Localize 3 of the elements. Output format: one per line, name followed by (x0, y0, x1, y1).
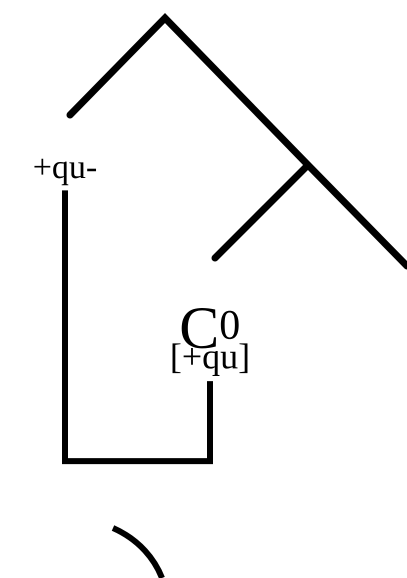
node-label: +qu- (34, 158, 96, 186)
movement-bracket (62, 190, 213, 464)
node-label: C$^{0}$ [+qu] (172, 308, 248, 376)
